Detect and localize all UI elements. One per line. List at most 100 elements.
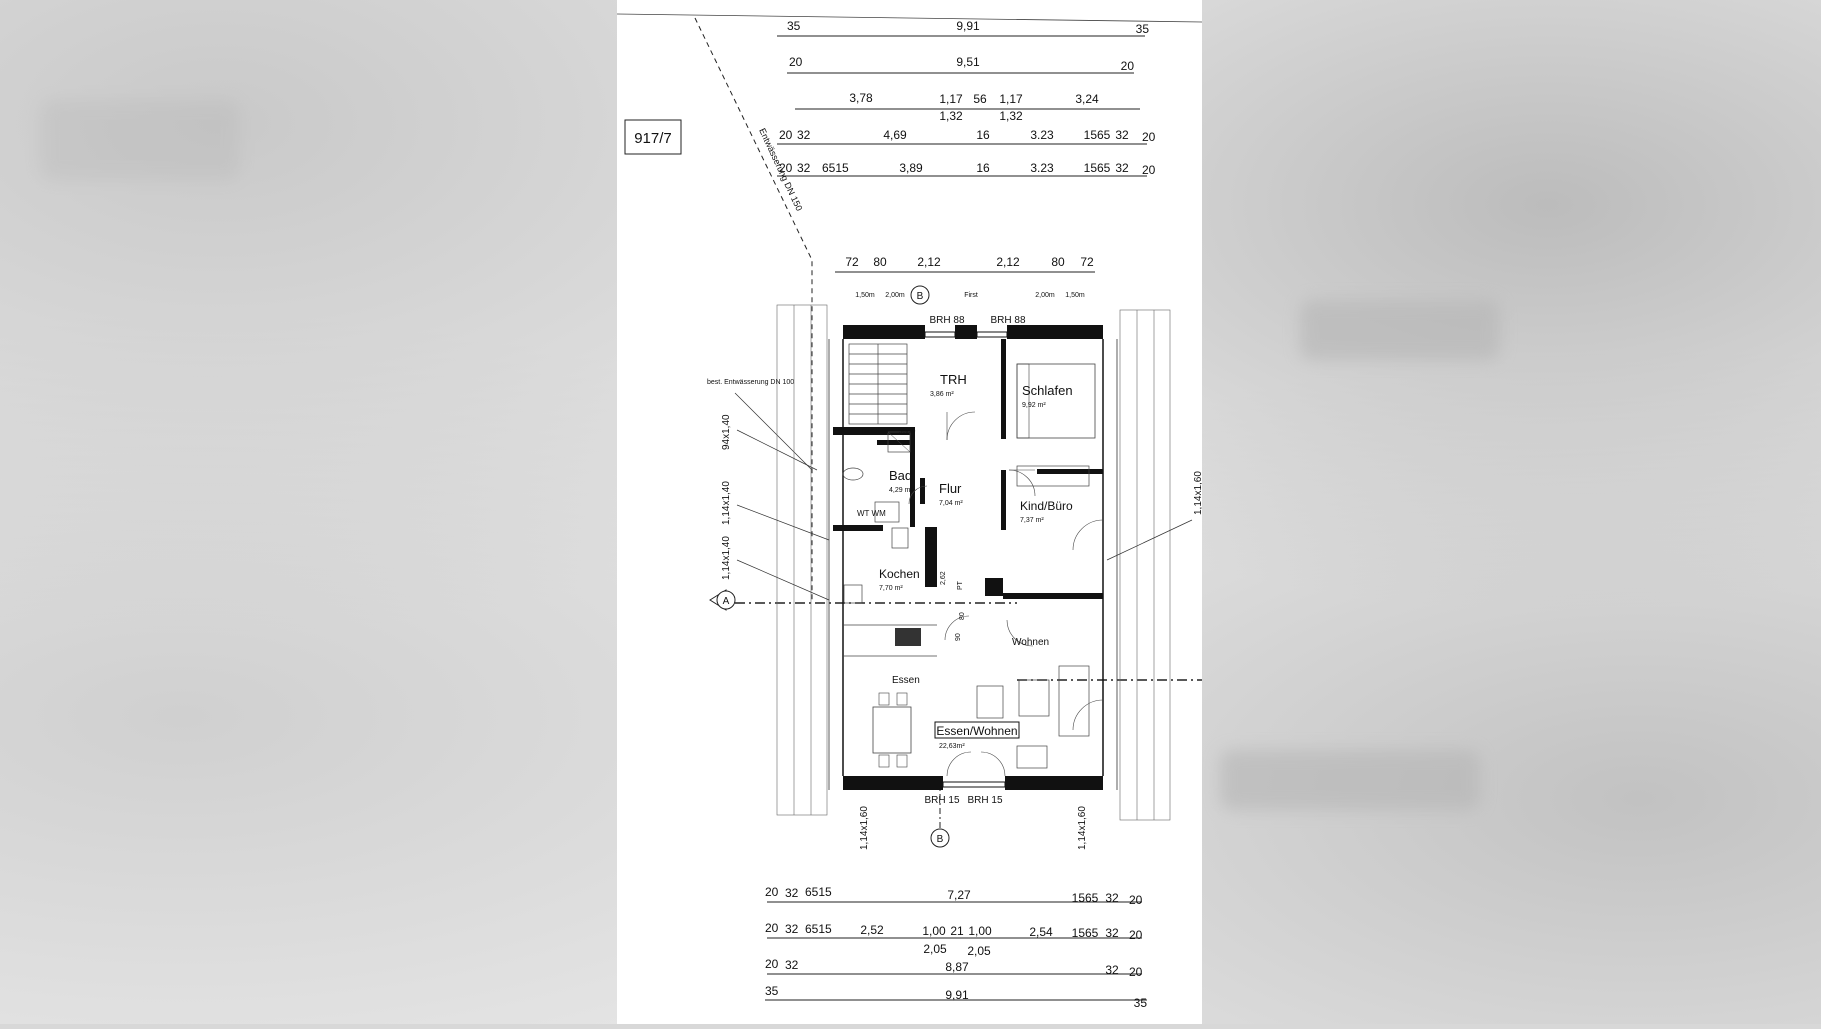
dimension-label: 3.23 xyxy=(1030,128,1054,142)
room-bad-area: 4,29 m² xyxy=(889,487,913,494)
dimension-label: 1,17 xyxy=(999,92,1023,106)
window-label: 1,14x1,60 xyxy=(859,806,870,850)
room-trh: TRH xyxy=(940,372,967,387)
room-flur-area: 7,04 m² xyxy=(939,500,963,507)
dimension-label: 72 xyxy=(1080,255,1094,269)
blurred-panel xyxy=(1220,750,1480,810)
room-kochen: Kochen xyxy=(879,567,920,581)
brh-bottom-right: BRH 15 xyxy=(967,795,1002,806)
dimension-label: 1,00 xyxy=(968,924,992,938)
dimension-label: PT xyxy=(957,580,964,590)
parcel-box xyxy=(624,119,682,155)
room-essen-wohnen-area: 22,63m² xyxy=(939,743,965,750)
dimension-label: 1565 xyxy=(1084,128,1111,142)
bottom-dimensions: 20 32 6515 7,27 1565 32 20 20 32 6515 2,… xyxy=(765,885,1147,1010)
dimension-label: 16 xyxy=(976,161,990,175)
window-label: 1,14x1,60 xyxy=(1077,806,1088,850)
parcel-label: 917/7 xyxy=(634,130,672,147)
roof-dimensions: 72 80 2,12 2,12 80 72 1,50m 2,00m First … xyxy=(835,255,1095,299)
dimension-label: 20 xyxy=(765,921,779,935)
dimension-label: 32 xyxy=(1105,891,1119,905)
dimension-label: 9,91 xyxy=(956,19,980,33)
dimension-label: 72 xyxy=(845,255,859,269)
dimension-label: 32 xyxy=(1105,963,1119,977)
room-kind: Kind/Büro xyxy=(1020,499,1073,513)
dimension-label: 35 xyxy=(1136,22,1150,36)
dimension-label: 8,87 xyxy=(945,960,969,974)
dimension-label: 32 xyxy=(785,922,799,936)
dimension-label: 20 xyxy=(779,161,793,175)
dimension-label: 1565 xyxy=(1072,926,1099,940)
dimension-label: 2,52 xyxy=(860,923,884,937)
dimension-label: 2,05 xyxy=(923,942,947,956)
dimension-label: 1,32 xyxy=(939,109,963,123)
dimension-label: 35 xyxy=(765,984,779,998)
door-swings xyxy=(908,411,1104,777)
dimension-label: 16 xyxy=(976,128,990,142)
dimension-label: 20 xyxy=(1121,59,1135,73)
dimension-label: 35 xyxy=(1134,996,1148,1010)
dimension-label: 35 xyxy=(787,19,801,33)
room-schlafen: Schlafen xyxy=(1022,383,1073,398)
dining-table xyxy=(872,706,912,754)
essen-wohnen-box xyxy=(934,721,1020,739)
dimension-label: 6515 xyxy=(805,922,832,936)
sink xyxy=(843,584,863,604)
dimension-label: 32 xyxy=(797,128,811,142)
dimension-label: 1,32 xyxy=(999,109,1023,123)
dimension-label: PT xyxy=(928,535,935,545)
roof-right xyxy=(1119,309,1171,821)
dimension-label: 2,00m xyxy=(885,292,905,299)
sewer-line xyxy=(694,17,813,600)
brh-top-right: BRH 88 xyxy=(990,315,1025,326)
dimension-label: A xyxy=(723,596,730,607)
dimension-label: 3.23 xyxy=(1030,161,1054,175)
hw-label: Hw.Schacht xyxy=(862,429,889,435)
dimension-label: 1,50m xyxy=(855,292,875,299)
dimension-label: B xyxy=(937,834,944,845)
wt-wm-label: WT WM xyxy=(857,509,886,518)
shower-label: 90x90 xyxy=(899,429,916,435)
dimension-label: 2,05 xyxy=(967,944,991,958)
dimension-label: 3,89 xyxy=(899,161,923,175)
dimension-label: 56 xyxy=(973,92,987,106)
dimension-label: 32 xyxy=(785,886,799,900)
dimension-label: 20 xyxy=(789,55,803,69)
coffee-table xyxy=(1018,679,1050,717)
blurred-panel xyxy=(1300,300,1500,360)
bed xyxy=(1016,363,1096,439)
washer xyxy=(874,501,900,523)
dimension-label: 4,69 xyxy=(883,128,907,142)
dimension-label: 2,12 xyxy=(917,255,941,269)
sofa xyxy=(1058,665,1090,737)
dimension-label: 20 xyxy=(1129,893,1143,907)
window-label: 1,14x1,40 xyxy=(721,536,732,580)
dimension-label: 2,12 xyxy=(996,255,1020,269)
dimension-label: 3,78 xyxy=(849,91,873,105)
dimension-label: First xyxy=(964,292,978,299)
dimension-label: 32 xyxy=(797,161,811,175)
brh-bottom-left: BRH 15 xyxy=(924,795,959,806)
dimension-label: 2,54 xyxy=(1029,925,1053,939)
window-label: 1,14x1,60 xyxy=(1193,471,1202,515)
dimension-label: 20 xyxy=(779,128,793,142)
stairs xyxy=(848,343,908,425)
dimension-label: 2,62 xyxy=(940,571,947,585)
toilet xyxy=(842,467,864,481)
room-essen-wohnen: Essen/Wohnen xyxy=(936,724,1017,738)
dimension-label: 9,51 xyxy=(956,55,980,69)
shower xyxy=(887,431,911,453)
dimension-label: 20 xyxy=(1129,965,1143,979)
dimension-label: 9,91 xyxy=(945,988,969,1002)
dimension-label: 1,50m xyxy=(1065,292,1085,299)
walls xyxy=(828,325,1118,790)
dimension-label: 80 xyxy=(959,612,966,620)
dimension-label: 20 xyxy=(765,885,779,899)
dimension-label: 32 xyxy=(785,958,799,972)
dimension-label: 1565 xyxy=(1072,891,1099,905)
dimension-label: 21 xyxy=(950,924,964,938)
room-flur: Flur xyxy=(939,481,962,496)
blurred-panel xyxy=(40,100,240,180)
dimension-label: 32 xyxy=(1115,161,1129,175)
dimension-label: B xyxy=(917,291,924,302)
